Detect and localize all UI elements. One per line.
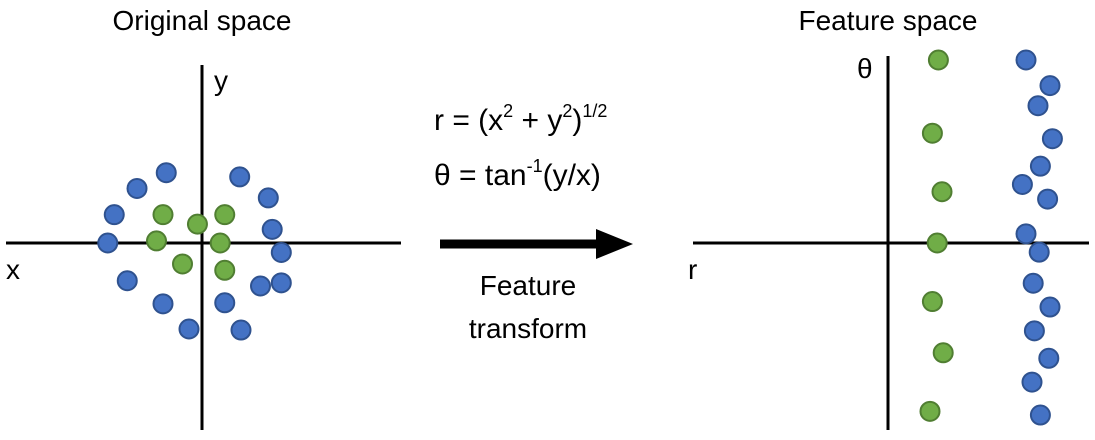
green-point	[172, 253, 193, 275]
original-points	[97, 162, 292, 341]
green-point	[209, 232, 231, 254]
blue-point	[155, 162, 177, 184]
original-x-label: x	[6, 254, 20, 285]
arrow-label-transform: transform	[469, 313, 587, 344]
blue-point	[250, 275, 271, 297]
original-y-label: y	[214, 65, 228, 96]
blue-point	[1038, 347, 1060, 369]
blue-point	[214, 292, 236, 314]
feature-theta-label: θ	[857, 53, 873, 84]
blue-point	[1022, 272, 1044, 294]
blue-point	[152, 293, 174, 315]
blue-point	[229, 166, 251, 188]
eq-r-lhs: r = (x	[434, 104, 503, 137]
blue-point	[97, 232, 119, 254]
transform-section: r = (x2 + y2)1/2 θ = tan-1(y/x) Feature …	[434, 101, 633, 344]
blue-point	[1021, 371, 1043, 393]
green-point	[931, 181, 953, 203]
green-point	[214, 259, 236, 281]
arrow-label-feature: Feature	[480, 270, 577, 301]
blue-point	[1023, 320, 1045, 342]
feature-space-panel: Feature space r θ	[688, 5, 1089, 430]
blue-point	[261, 218, 283, 240]
blue-point	[1039, 75, 1061, 97]
green-point	[146, 230, 167, 252]
green-point	[932, 342, 954, 364]
green-point	[926, 232, 948, 254]
blue-point	[257, 187, 279, 209]
feature-points	[919, 49, 1063, 426]
eq-r-sup3: 1/2	[582, 101, 607, 121]
equation-theta: θ = tan-1(y/x)	[434, 156, 601, 192]
blue-point	[270, 241, 292, 263]
blue-point	[116, 270, 138, 292]
blue-point	[1029, 404, 1051, 426]
green-point	[921, 122, 943, 144]
blue-point	[126, 177, 148, 199]
blue-point	[1015, 223, 1037, 245]
green-point	[152, 204, 174, 226]
blue-point	[1028, 241, 1050, 263]
original-space-panel: Original space x y	[6, 5, 401, 430]
blue-point	[1015, 49, 1037, 71]
green-point	[921, 291, 943, 313]
feature-space-title: Feature space	[799, 5, 978, 36]
blue-point	[103, 204, 125, 226]
equation-r: r = (x2 + y2)1/2	[434, 101, 607, 137]
green-point	[186, 213, 208, 235]
transform-arrow	[440, 229, 633, 259]
blue-point	[230, 319, 252, 341]
eq-theta-sup: -1	[527, 156, 543, 176]
eq-r-sup2: 2	[562, 101, 572, 121]
blue-point	[270, 272, 292, 294]
blue-point	[1029, 155, 1051, 177]
blue-point	[1027, 95, 1049, 117]
blue-point	[1041, 128, 1063, 150]
green-point	[214, 204, 236, 226]
blue-point	[1011, 173, 1033, 195]
green-point	[927, 49, 949, 71]
eq-r-sup1: 2	[503, 101, 513, 121]
eq-r-mid: + y	[513, 104, 562, 137]
original-space-title: Original space	[113, 5, 292, 36]
blue-point	[178, 318, 200, 340]
eq-r-rhs: )	[572, 104, 582, 137]
feature-r-label: r	[688, 254, 697, 285]
blue-point	[1037, 188, 1059, 210]
eq-theta-rhs: (y/x)	[543, 159, 601, 192]
green-point	[919, 400, 941, 422]
eq-theta-lhs: θ = tan	[434, 159, 527, 192]
blue-point	[1039, 296, 1061, 318]
